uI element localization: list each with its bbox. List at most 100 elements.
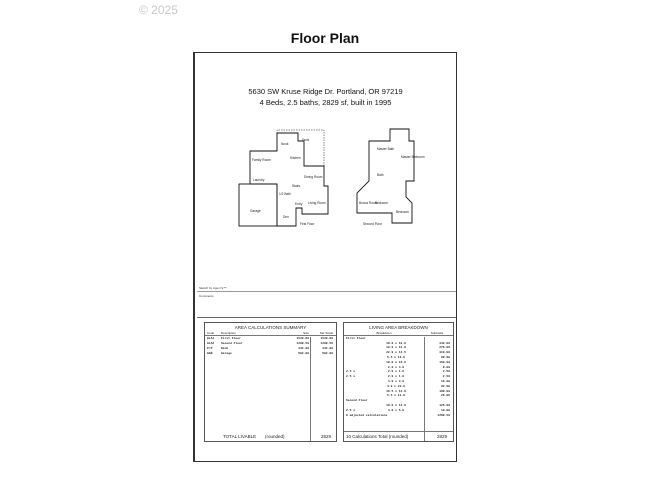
dimensions: 5.5 x 11.0 xyxy=(386,394,405,398)
breakdown-row: 5.5 x 16.0 88.00 xyxy=(344,355,453,360)
room-label: Bath xyxy=(377,173,384,177)
room-label: Kitchen xyxy=(290,156,301,160)
divider xyxy=(197,317,456,318)
breakdown-total-value: 2829 xyxy=(436,434,447,439)
subtotal: 319.00 xyxy=(439,351,450,355)
deck-outline xyxy=(276,129,325,166)
dimensions: 4.0 x 23.0 xyxy=(386,384,405,388)
floor-plan-sketch: Deck Nook Kitchen Family Room Dining Roo… xyxy=(238,128,425,227)
code: GLA2 xyxy=(207,342,215,345)
description: Garage xyxy=(221,352,232,355)
size: 1298.50 xyxy=(296,342,309,345)
room-label: Nook xyxy=(281,142,289,146)
room-label: Bedroom xyxy=(396,210,409,214)
room-label: Laundry xyxy=(253,178,265,182)
subtotal: 342.00 xyxy=(439,341,450,345)
breakdown-row: 4.0 x 23.0 92.00 xyxy=(344,384,453,389)
room-label: Stairs xyxy=(292,184,301,188)
subtotal: 198.00 xyxy=(439,389,450,393)
breakdown-title: LIVING AREA BREAKDOWN xyxy=(369,325,428,330)
dimensions: 2.0 x 1.0 xyxy=(387,375,405,379)
breakdown-row: 22.0 x 14.5 319.00 xyxy=(344,350,453,355)
col-header: Code xyxy=(207,330,215,335)
room-label: Deck xyxy=(302,138,310,142)
garage-outline xyxy=(238,183,278,227)
breakdown-row: 16.5 x 12.0 198.00 xyxy=(344,389,453,394)
breakdown-label: 2.5 x xyxy=(346,375,356,379)
first-floor-outline xyxy=(249,132,329,227)
room-label: Entry xyxy=(295,202,303,206)
dimensions: 22.0 x 14.5 xyxy=(386,351,406,355)
breakdown-row: Second Floor xyxy=(344,398,453,403)
room-label: Family Room xyxy=(252,158,271,162)
breakdown-row: 18.0 x 19.0 342.00 xyxy=(344,341,453,346)
subtotal: 26.00 xyxy=(440,394,450,398)
breakdown-row: First Floor xyxy=(344,336,453,341)
room-label: Bonus Room xyxy=(359,201,378,205)
breakdown-label: First Floor xyxy=(346,336,366,340)
breakdown-row: 2.0 x 4.0 8.00 xyxy=(344,365,453,370)
breakdown-row: 4.0 x 4.0 16.00 xyxy=(344,379,453,384)
size: 502.00 xyxy=(298,352,309,355)
size: 1530.60 xyxy=(296,337,309,340)
summary-row: P/P Deck 342.00 342.00 xyxy=(205,346,336,351)
subtotal: 160.00 xyxy=(439,360,450,364)
breakdown-row: 2.5 x 2.0 x 1.0 2.50 xyxy=(344,374,453,379)
col-header: Net Totals xyxy=(319,330,333,335)
dimensions: 4.0 x 5.0 xyxy=(387,408,405,412)
summary-row: GAR Garage 502.00 502.00 xyxy=(205,351,336,356)
page-title: Floor Plan xyxy=(290,30,360,46)
room-label: Master Bedroom xyxy=(401,155,425,159)
area-calculations-summary: AREA CALCULATIONS SUMMARY Code Descripti… xyxy=(204,322,337,442)
net-total: 502.00 xyxy=(322,352,333,355)
room-label: Second Floor xyxy=(363,222,383,226)
subtotal: 8.00 xyxy=(442,365,450,369)
dimensions: 18.0 x 12.0 xyxy=(386,404,406,408)
breakdown-row: 18.0 x 12.0 126.00 xyxy=(344,403,453,408)
room-label: Master Bath xyxy=(377,147,394,151)
subtotal: 2.50 xyxy=(442,370,450,374)
breakdown-label: Second Floor xyxy=(346,399,368,403)
col-header: Subtotals xyxy=(430,330,444,335)
dimensions: 16.5 x 12.0 xyxy=(386,389,406,393)
second-floor-outline xyxy=(356,128,415,224)
copyright: © 2025 xyxy=(139,3,178,17)
room-label: 1/2 Bath xyxy=(279,192,291,196)
subtotal: 1298.50 xyxy=(437,413,450,417)
subtotal: 126.00 xyxy=(439,404,450,408)
breakdown-total-label: 10 Calculations Total (rounded) xyxy=(346,434,409,439)
size: 342.00 xyxy=(298,347,309,350)
sketch-note: Sketch by Apex IV™ xyxy=(199,286,227,290)
breakdown-row: 19.0 x 12.0 276.00 xyxy=(344,346,453,351)
breakdown-label: 8 adjusted calculations xyxy=(346,413,388,417)
description: Deck xyxy=(221,347,229,350)
divider xyxy=(197,291,456,292)
dimensions: 2.0 x 4.0 xyxy=(387,365,405,369)
dimensions: 2.0 x 1.0 xyxy=(387,370,405,374)
subtotal: 2.50 xyxy=(442,375,450,379)
breakdown-row: 2.5 x 4.0 x 5.0 10.00 xyxy=(344,408,453,413)
breakdown-label: 2.5 x xyxy=(346,370,356,374)
address: 5630 SW Kruse Ridge Dr. Portland, OR 972… xyxy=(248,87,403,96)
total-livable-value: 2829 xyxy=(320,434,331,439)
room-label: Living Room xyxy=(308,201,326,205)
breakdown-row: 2.5 x 2.0 x 1.0 2.50 xyxy=(344,370,453,375)
code: P/P xyxy=(207,347,213,350)
dimensions: 5.5 x 16.0 xyxy=(386,356,405,360)
net-total: 1298.50 xyxy=(320,342,333,345)
room-label: Garage xyxy=(250,209,261,213)
room-label: First Floor xyxy=(300,222,315,226)
summary-row: GLA1 First Floor 1530.60 1530.60 xyxy=(205,336,336,341)
breakdown-row: 8 adjusted calculations 1298.50 xyxy=(344,413,453,418)
living-area-breakdown: LIVING AREA BREAKDOWN Breakdown Subtotal… xyxy=(343,322,454,442)
room-label: Bedroom xyxy=(375,201,388,205)
comments-label: Comments xyxy=(199,294,214,298)
col-header: Breakdown xyxy=(376,330,392,335)
subtotal: 10.00 xyxy=(440,408,450,412)
summary-title: AREA CALCULATIONS SUMMARY xyxy=(234,325,307,330)
property-summary: 4 Beds, 2.5 baths, 2829 sf, built in 199… xyxy=(259,98,392,107)
dimensions: 19.0 x 12.0 xyxy=(386,346,406,350)
code: GAR xyxy=(207,352,213,355)
subtotal: 92.00 xyxy=(440,384,450,388)
floor-plan-document: 5630 SW Kruse Ridge Dr. Portland, OR 972… xyxy=(193,52,457,462)
